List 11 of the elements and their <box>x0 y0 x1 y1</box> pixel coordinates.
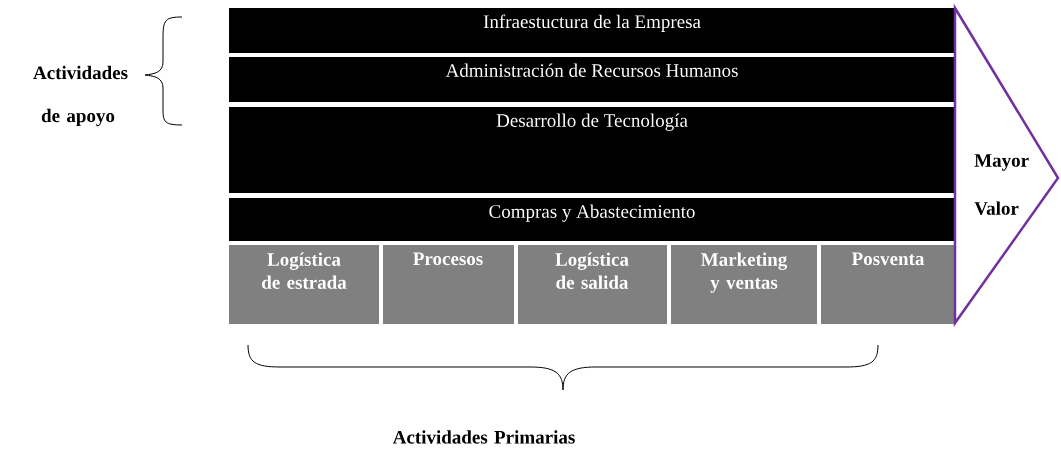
activity-cell: Logística de salida <box>518 245 667 324</box>
activity-bar: Desarrollo de Tecnología <box>229 107 955 193</box>
activity-cell: Posventa <box>821 245 955 324</box>
activity-cell: Procesos <box>383 245 514 324</box>
activity-bar: Infraestuctura de la Empresa <box>229 8 955 53</box>
activity-cell: Logística de estrada <box>229 245 379 324</box>
group-label: Actividades Primarias <box>392 430 575 444</box>
activity-bar: Compras y Abastecimiento <box>229 198 955 241</box>
group-label: Actividades de apoyo <box>33 65 128 127</box>
activity-cell: Marketing y ventas <box>671 245 817 324</box>
activity-bar: Administración de Recursos Humanos <box>229 57 955 102</box>
